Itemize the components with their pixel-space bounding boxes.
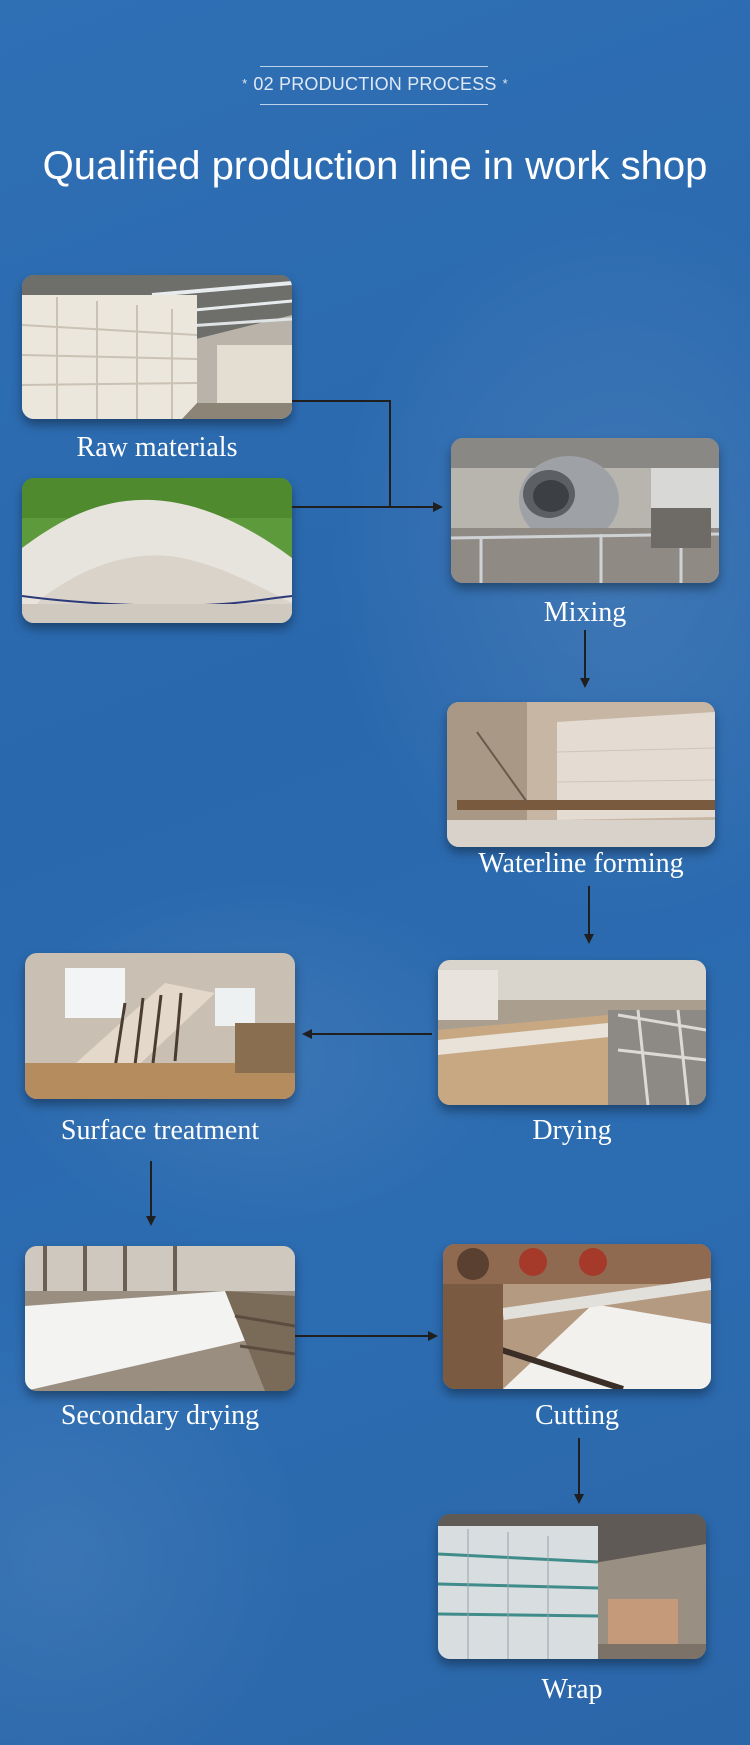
step-label-wrap: Wrap <box>541 1674 603 1705</box>
step-label-secondary-drying: Secondary drying <box>60 1400 260 1431</box>
mixing-photo <box>451 438 719 583</box>
section-badge: * 02 PRODUCTION PROCESS * <box>0 62 750 105</box>
step-label-drying: Drying <box>532 1115 612 1146</box>
secondary-drying-photo <box>25 1246 295 1391</box>
step-label-cutting: Cutting <box>534 1400 619 1431</box>
wrap-photo <box>438 1514 706 1659</box>
badge-rule-top <box>260 66 488 67</box>
section-badge-text: 02 PRODUCTION PROCESS <box>253 74 497 94</box>
surface-treatment-photo <box>25 953 295 1099</box>
step-label-surface-treatment: Surface treatment <box>60 1115 260 1146</box>
step-label-raw-materials: Raw materials <box>76 432 238 463</box>
badge-rule-bottom <box>260 104 488 105</box>
arrow-raw-to-mixing-branch <box>292 400 391 507</box>
raw-materials-warehouse-photo <box>22 275 292 419</box>
star-icon: * <box>242 76 248 91</box>
waterline-forming-photo <box>447 702 715 847</box>
step-label-waterline-forming: Waterline forming <box>478 848 684 879</box>
star-icon: * <box>502 76 508 91</box>
raw-materials-powder-photo <box>22 478 292 623</box>
drying-photo <box>438 960 706 1105</box>
cutting-photo <box>443 1244 711 1389</box>
step-label-mixing: Mixing <box>543 597 627 628</box>
page-title: Qualified production line in work shop <box>42 144 708 188</box>
